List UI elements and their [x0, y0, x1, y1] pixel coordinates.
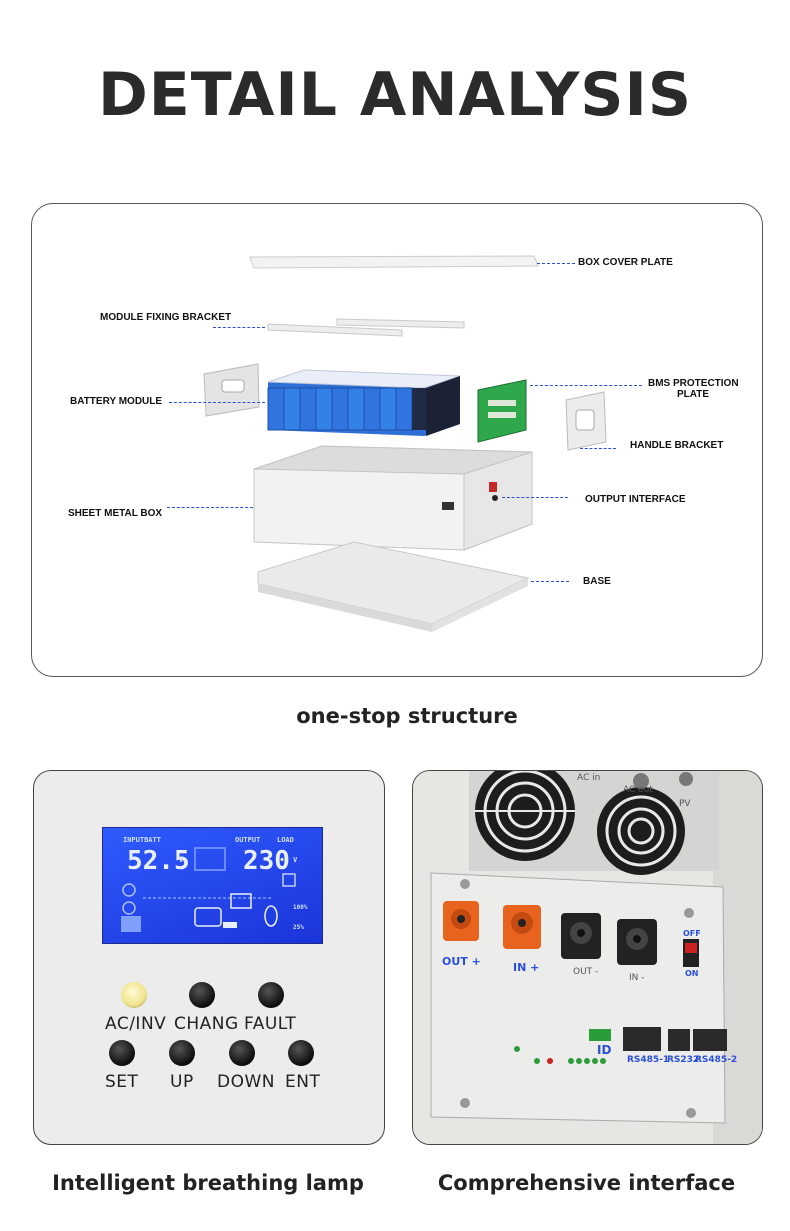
chang-lamp[interactable] [189, 982, 215, 1008]
lcd-icons [121, 847, 296, 932]
lcd-load-label: LOAD [277, 836, 294, 844]
interface-illustration [413, 771, 762, 1144]
leader-box-cover-plate [537, 263, 575, 264]
lcd-output-label: OUTPUT [235, 836, 261, 844]
out-minus-connector-icon [561, 913, 601, 959]
label-battery-module: BATTERY MODULE [70, 396, 163, 407]
lcd-pct-high: 100% [293, 904, 308, 911]
label-bms-line-1: BMS PROTECTION [648, 378, 739, 389]
leader-module-fixing-bracket [213, 327, 265, 328]
exploded-view-panel: BOX COVER PLATE MODULE FIXING BRACKET BA… [31, 203, 763, 677]
label-in-minus: IN - [629, 973, 645, 983]
label-ac-out: AC out [623, 785, 653, 795]
ent-button[interactable] [288, 1040, 314, 1066]
leader-output-interface [502, 497, 568, 498]
label-down: DOWN [217, 1072, 275, 1092]
label-out-plus: OUT + [442, 955, 481, 968]
label-handle-bracket: HANDLE BRACKET [630, 440, 724, 451]
leader-battery-module [169, 402, 265, 403]
caption-comprehensive-interface: Comprehensive interface [437, 1171, 736, 1195]
label-ent: ENT [285, 1072, 321, 1092]
sheet-metal-box-shape [253, 445, 533, 551]
label-out-minus: OUT - [573, 967, 599, 977]
lcd-output-value: 230 [243, 846, 290, 876]
out-plus-connector-icon [443, 901, 479, 941]
label-sheet-metal-box: SHEET METAL BOX [68, 508, 163, 519]
lcd-input-unit: V [179, 856, 184, 864]
label-base: BASE [583, 576, 611, 587]
label-ac-inv: AC/INV [105, 1014, 167, 1034]
label-id: ID [597, 1043, 612, 1057]
set-button[interactable] [109, 1040, 135, 1066]
lcd-input-label: INPUTBATT [123, 836, 161, 844]
caption-breathing-lamp: Intelligent breathing lamp [52, 1171, 364, 1195]
lcd-pct-low: 25% [293, 924, 304, 931]
page-title: DETAIL ANALYSIS [97, 60, 693, 130]
label-set: SET [105, 1072, 139, 1092]
power-switch-icon [683, 939, 699, 967]
fault-lamp[interactable] [258, 982, 284, 1008]
lcd-display: INPUTBATT 52.5 V OUTPUT LOAD 230 V 100% … [102, 827, 323, 944]
label-chang: CHANG [174, 1014, 239, 1034]
ac-inv-lamp[interactable] [121, 982, 147, 1008]
label-module-fixing-bracket: MODULE FIXING BRACKET [100, 312, 232, 323]
in-minus-connector-icon [617, 919, 657, 965]
leader-bms-protection-plate [530, 385, 642, 386]
label-up: UP [170, 1072, 194, 1092]
label-rs485-1: RS485-1 [627, 1055, 670, 1065]
interface-panel-card: AC in AC out PV OUT + IN + OUT - IN - OF… [412, 770, 763, 1145]
control-panel-card: INPUTBATT 52.5 V OUTPUT LOAD 230 V 100% … [33, 770, 385, 1145]
down-button[interactable] [229, 1040, 255, 1066]
leader-handle-bracket [580, 448, 616, 449]
label-ac-in: AC in [577, 773, 601, 783]
exploded-battery-illustration [203, 255, 607, 632]
battery-cells [267, 369, 461, 436]
caption-one-stop-structure: one-stop structure [296, 704, 518, 728]
label-off: OFF [683, 929, 701, 938]
lcd-output-unit: V [293, 856, 298, 864]
label-on: ON [685, 969, 699, 978]
in-plus-connector-icon [503, 905, 541, 949]
lcd-input-value: 52.5 [127, 846, 190, 876]
leader-base [531, 581, 569, 582]
label-fault: FAULT [244, 1014, 297, 1034]
up-button[interactable] [169, 1040, 195, 1066]
label-box-cover-plate: BOX COVER PLATE [578, 257, 673, 268]
label-pv: PV [679, 799, 691, 809]
label-bms-protection-plate: BMS PROTECTION PLATE [648, 378, 739, 400]
label-rs232: RS232 [667, 1055, 700, 1065]
label-rs485-2: RS485-2 [695, 1055, 738, 1065]
label-in-plus: IN + [513, 961, 540, 974]
fan-icon [597, 787, 685, 875]
label-bms-line-2: PLATE [676, 389, 710, 400]
label-output-interface: OUTPUT INTERFACE [585, 494, 686, 505]
leader-sheet-metal-box [167, 507, 253, 508]
fan-icon [475, 771, 575, 861]
